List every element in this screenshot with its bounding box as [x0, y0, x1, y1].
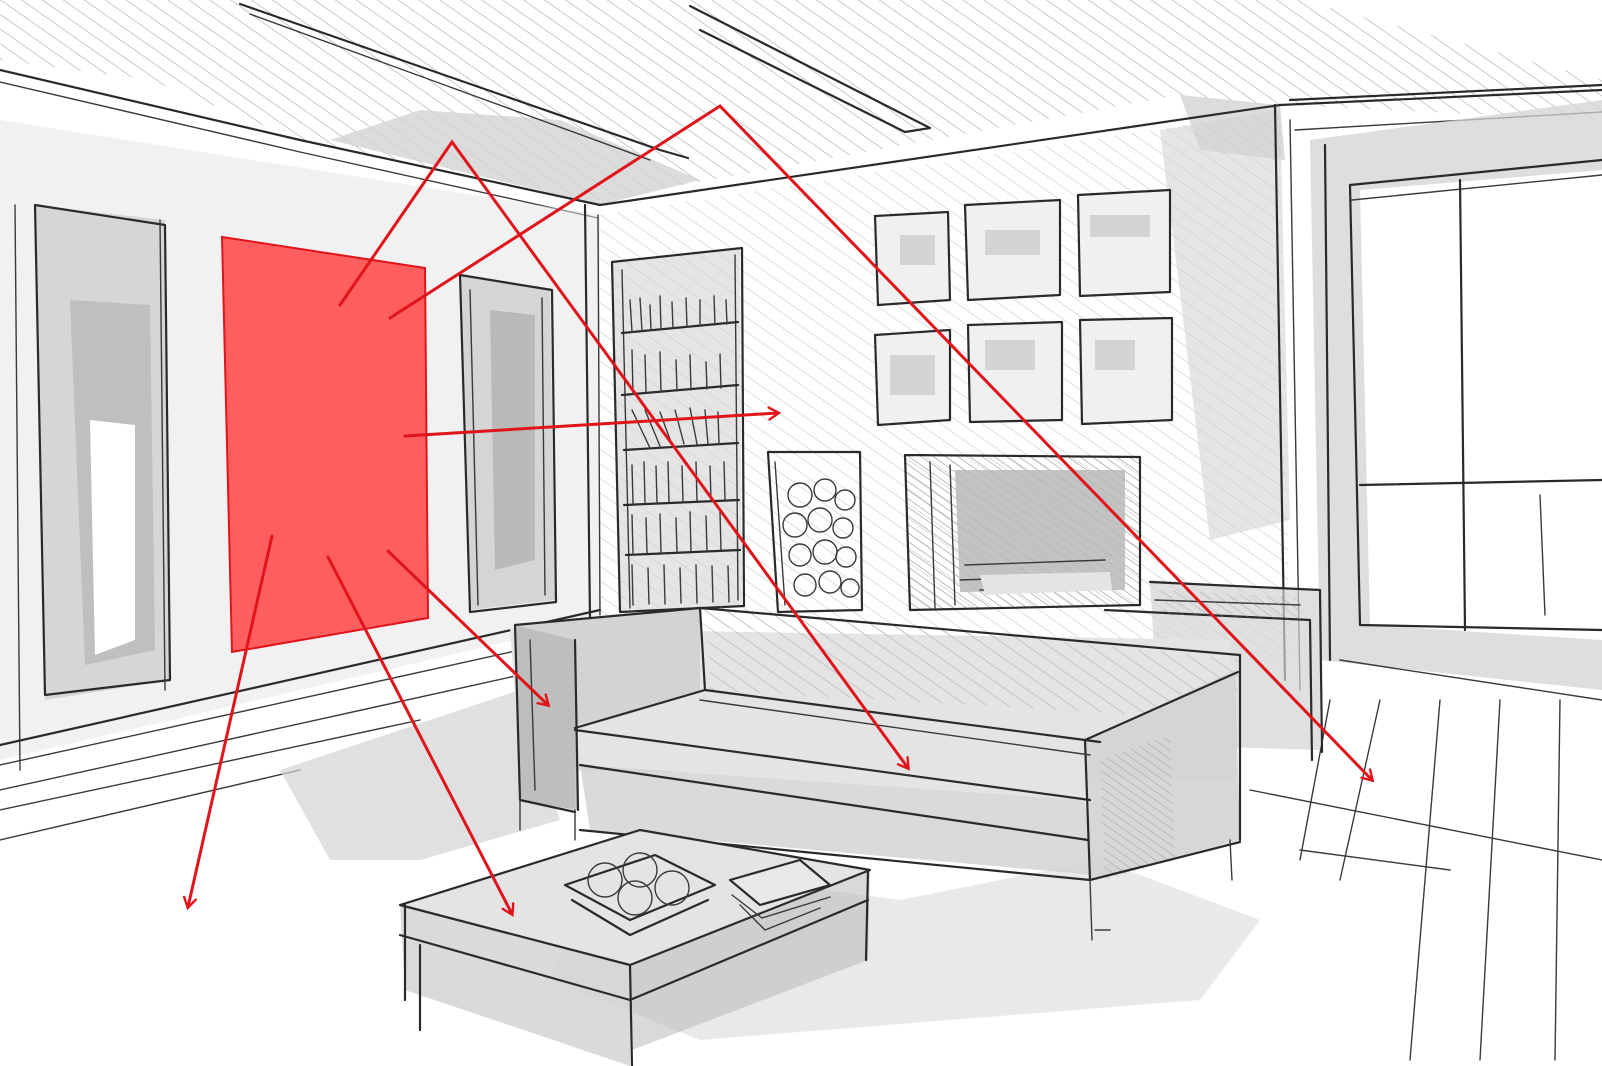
right-window	[1310, 100, 1602, 700]
left-wall-window	[460, 275, 556, 612]
highlighted-wall-panel	[222, 237, 428, 652]
fireplace	[905, 455, 1140, 610]
bookshelf	[612, 248, 744, 612]
